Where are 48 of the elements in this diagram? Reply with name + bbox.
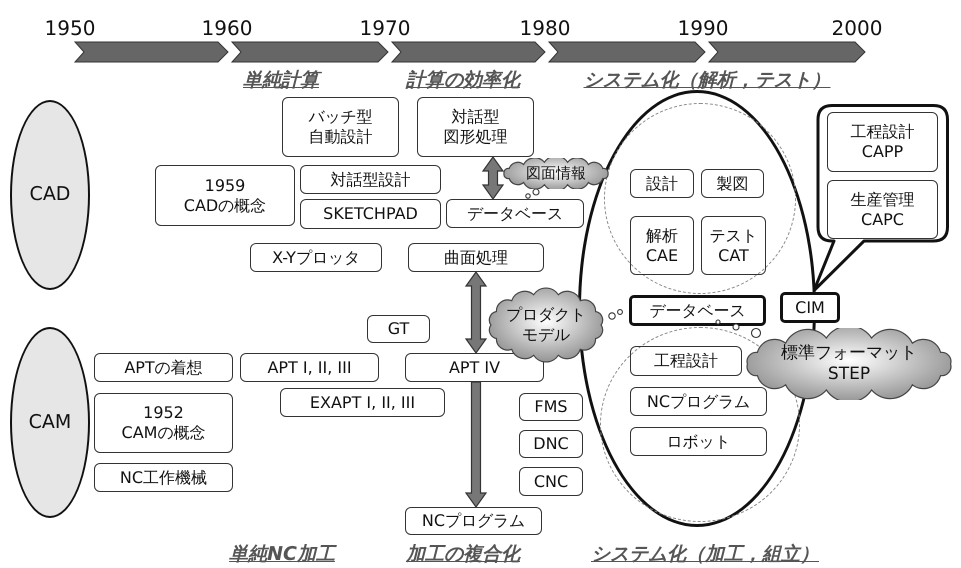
term-box: データベース <box>446 199 584 228</box>
year-label: 1980 <box>520 16 570 40</box>
term-box: X-Yプロッタ <box>250 243 382 272</box>
term-box: 対話型設計 <box>300 165 441 194</box>
term-box: 設計 <box>630 169 694 198</box>
callout-box <box>812 104 949 292</box>
term-box: 1959 CADの概念 <box>155 165 295 226</box>
period-label: システム化（加工，組立） <box>591 542 819 567</box>
period-label: システム化（解析，テスト） <box>584 68 830 93</box>
term-box: CIM <box>780 292 840 323</box>
term-box: 1952 CAMの概念 <box>94 393 233 453</box>
term-box: 工程設計 <box>630 346 742 376</box>
term-box: FMS <box>519 393 583 421</box>
year-label: 1950 <box>44 16 96 40</box>
term-box: APT IV <box>405 353 544 382</box>
term-box: 解析 CAE <box>630 216 694 275</box>
year-label: 1960 <box>202 16 252 40</box>
term-box: NCプログラム <box>630 387 767 416</box>
year-label: 1970 <box>360 16 410 40</box>
term-box: テスト CAT <box>701 216 766 275</box>
term-box: 生産管理 CAPC <box>827 180 938 239</box>
term-box: SKETCHPAD <box>300 199 441 229</box>
period-label: 単純NC加工 <box>229 542 335 567</box>
term-box: バッチ型自動設計 <box>282 97 399 157</box>
term-box: ロボット <box>630 427 767 456</box>
term-box: 曲面処理 <box>408 243 544 272</box>
category-ellipse: CAM <box>10 327 90 518</box>
double-arrow <box>464 270 488 354</box>
category-ellipse: CAD <box>10 100 90 290</box>
term-box: NCプログラム <box>405 507 542 535</box>
dashed-ellipse <box>604 103 796 294</box>
term-box: APT I, II, III <box>240 353 379 382</box>
term-box: 工程設計 CAPP <box>827 112 938 172</box>
double-arrow <box>482 156 504 200</box>
term-box: EXAPT I, II, III <box>280 388 445 417</box>
term-box: CNC <box>519 467 583 496</box>
year-label: 2000 <box>832 16 882 40</box>
term-box: DNC <box>519 430 583 458</box>
term-box: NC工作機械 <box>94 463 233 492</box>
term-box: 製図 <box>701 169 764 198</box>
period-label: 加工の複合化 <box>406 542 520 567</box>
arrow <box>464 381 488 508</box>
year-label: 1990 <box>678 16 728 40</box>
term-box: 対話型図形処理 <box>417 97 534 157</box>
period-label: 計算の効率化 <box>406 68 520 93</box>
term-box: GT <box>367 315 430 343</box>
term-box: データベース <box>629 295 766 326</box>
term-box: APTの着想 <box>94 353 233 382</box>
